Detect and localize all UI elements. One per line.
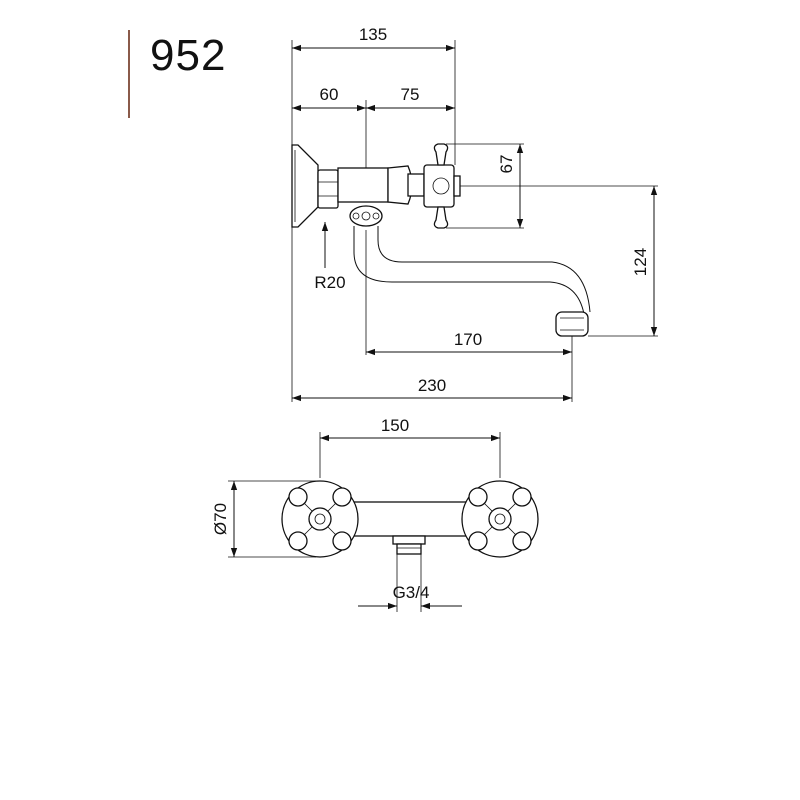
side-view [291, 143, 591, 337]
dim-124: 124 [631, 248, 650, 276]
handle-arm-bottom [433, 206, 449, 229]
handle-cap [453, 175, 461, 197]
right-cross-handle [461, 480, 539, 558]
valve-spindle [407, 173, 425, 197]
spout-lower-line [377, 226, 591, 313]
spout-upper-line [353, 226, 585, 315]
dim-r20: R20 [314, 273, 345, 292]
dim-g34: G3/4 [393, 583, 430, 602]
spout-collar [349, 205, 383, 227]
handle-arm-top [433, 143, 449, 166]
dim-60: 60 [320, 85, 339, 104]
dim-150: 150 [381, 416, 409, 435]
dim-170: 170 [454, 330, 482, 349]
dim-230: 230 [418, 376, 446, 395]
valve-body [337, 167, 389, 203]
dim-75: 75 [401, 85, 420, 104]
model-number: 952 [150, 31, 227, 80]
front-view [281, 480, 539, 558]
cross-handle-side [423, 164, 455, 208]
dim-67: 67 [497, 155, 516, 174]
front-dimensions: 150 Ø70 G3/4 [211, 416, 501, 612]
wall-flange [291, 144, 319, 228]
aerator [555, 311, 589, 337]
outlet-thread [396, 543, 422, 555]
side-dimensions: 135 60 75 67 124 170 230 R20 [291, 25, 658, 402]
body-bar [349, 501, 467, 537]
left-cross-handle [281, 480, 359, 558]
dim-diameter-70: Ø70 [211, 503, 230, 535]
hex-nut [317, 169, 339, 209]
outlet-collar [392, 535, 426, 545]
accent-bar [128, 30, 130, 118]
dim-135: 135 [359, 25, 387, 44]
